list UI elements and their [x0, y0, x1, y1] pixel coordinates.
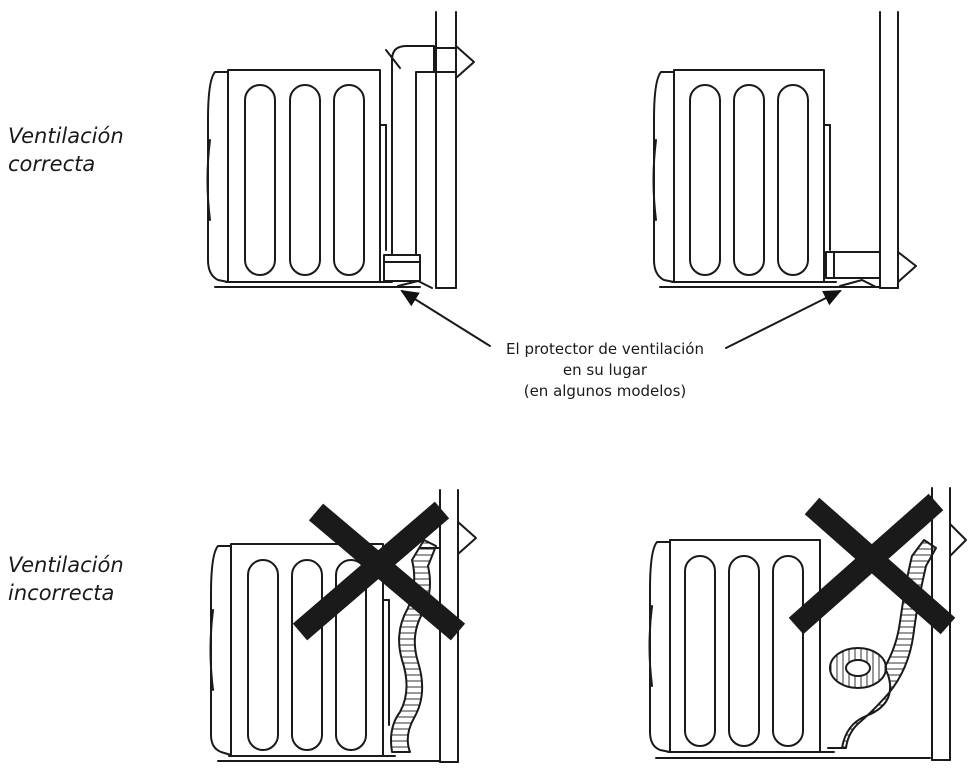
vent-guard-callout-line2: en su lugar — [562, 361, 648, 379]
vent-guard-callout: El protector de ventilación en su lugar … — [470, 339, 740, 402]
correct-venting-label-line2: correcta — [8, 152, 96, 176]
prohibited-x-bottom-right — [788, 493, 956, 635]
rigid-vent-top-right — [825, 251, 881, 279]
dryer-top-right — [652, 69, 881, 288]
dryer-bottom-right — [648, 539, 931, 759]
wall-top-right — [839, 11, 917, 289]
rigid-vent-top-left — [383, 45, 435, 282]
correct-venting-label: Ventilación correcta — [8, 122, 124, 178]
correct-venting-label-line1: Ventilación — [8, 124, 124, 148]
vent-guard-callout-line3: (en algunos modelos) — [523, 382, 687, 400]
incorrect-venting-label-line2: incorrecta — [8, 581, 115, 605]
vent-guard-callout-line1: El protector de ventilación — [506, 340, 704, 358]
prohibited-x-bottom-left — [292, 501, 466, 641]
incorrect-venting-label: Ventilación incorrecta — [8, 551, 124, 607]
incorrect-venting-label-line1: Ventilación — [8, 553, 124, 577]
callout-arrows — [400, 289, 842, 349]
dryer-top-left — [206, 69, 421, 288]
wall-top-left — [397, 11, 475, 289]
